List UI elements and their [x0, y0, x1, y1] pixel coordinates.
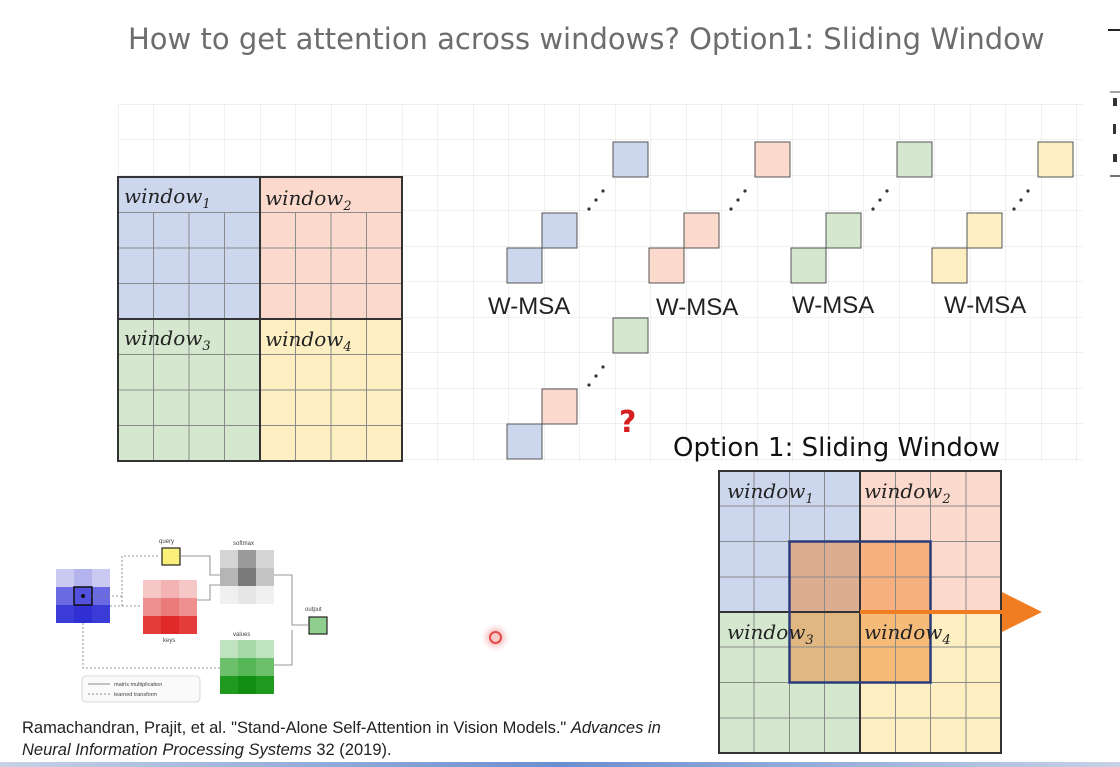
softmax-label: softmax [233, 541, 254, 547]
wmsa-group-2: W-MSA [648, 141, 791, 321]
attention-legend: matrix multiplication learned transform [81, 675, 201, 703]
attention-figure: query keys softmax values output [56, 539, 328, 703]
wmsa-label-4: W-MSA [944, 292, 1026, 319]
wmsa-label-3: W-MSA [792, 292, 874, 319]
window-1-label: window1 [124, 184, 211, 212]
wmsa-group-3: W-MSA [790, 141, 933, 319]
wmsa-label-1: W-MSA [488, 293, 570, 320]
window-4-label: window4 [265, 327, 352, 355]
legend-learned: learned transform [114, 692, 158, 698]
wmsa-group-1: W-MSA [488, 141, 649, 320]
values-label: values [233, 632, 250, 638]
sliding-window-2-label: window2 [864, 479, 951, 507]
citation-volume: 32 (2019). [311, 741, 392, 759]
window-2-label: window2 [265, 186, 352, 214]
question-mark: ? [619, 405, 636, 440]
softmax-block [220, 550, 274, 604]
citation-venue: Advances in Neural Information Processin… [22, 719, 661, 759]
clipped-fragment [1108, 29, 1120, 177]
pointer-cursor [489, 631, 502, 644]
sliding-window-3-label: window3 [727, 620, 814, 648]
sliding-window-4-label: window4 [864, 620, 951, 648]
keys-block [143, 580, 197, 634]
legend-matmul: matrix multiplication [114, 682, 162, 688]
output-label: output [305, 607, 322, 613]
sliding-window-title: Option 1: Sliding Window [673, 433, 1000, 463]
keys-label: keys [163, 638, 175, 644]
wmsa-label-2: W-MSA [656, 294, 738, 321]
cross-window-staircase: ? [506, 317, 649, 460]
query-box [161, 547, 181, 566]
window-3-label: window3 [124, 326, 211, 354]
query-label: query [159, 539, 174, 545]
wmsa-group-4: W-MSA [931, 141, 1074, 319]
slide-title: How to get attention across windows? Opt… [128, 22, 1045, 56]
citation: Ramachandran, Prajit, et al. "Stand-Alon… [22, 717, 682, 761]
window-borders [117, 176, 403, 462]
values-block [220, 640, 274, 694]
output-box [308, 616, 328, 635]
input-patch [56, 569, 110, 623]
citation-authors: Ramachandran, Prajit, et al. "Stand-Alon… [22, 719, 571, 737]
sliding-window-grid: window1 window2 window3 window4 [718, 470, 1042, 754]
sliding-window-1-label: window1 [727, 479, 814, 507]
bottom-accent-bar [0, 762, 1120, 767]
window-grid: window1 window2 window3 window4 [117, 176, 403, 462]
